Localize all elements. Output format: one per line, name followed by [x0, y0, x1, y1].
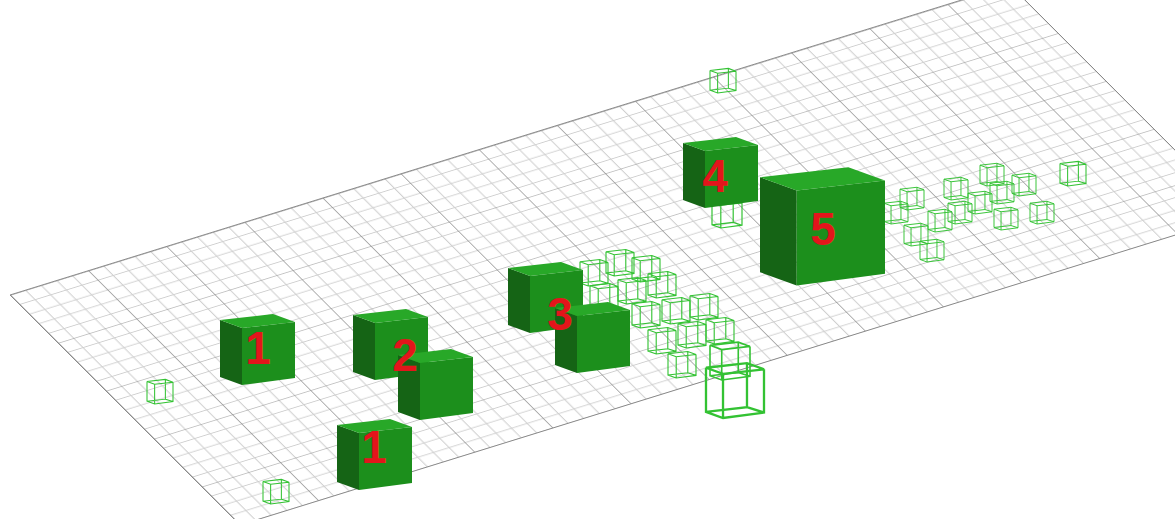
wire-cube [690, 293, 718, 320]
wire-cube [900, 187, 924, 210]
wire-cube [606, 249, 634, 276]
wire-cube [920, 239, 944, 262]
wire-cube [706, 317, 734, 344]
callout-number: 4 [702, 153, 728, 199]
solid-cubes [220, 137, 885, 490]
solid-cube [353, 309, 428, 380]
wire-cube [580, 259, 608, 286]
solid-cube [683, 137, 758, 208]
ground-grid [10, 0, 1175, 519]
callout-number: 5 [810, 206, 836, 252]
callout-number: 1 [245, 325, 271, 371]
wire-cube [678, 321, 706, 348]
wire-cube [944, 177, 968, 200]
wire-cube [710, 342, 750, 380]
wire-cube [648, 327, 676, 354]
wire-cube [1030, 201, 1054, 224]
wire-cube [648, 271, 676, 298]
wire-cube [147, 379, 173, 404]
wire-cube [990, 181, 1014, 204]
wire-cube [994, 207, 1018, 230]
wire-cube [710, 68, 736, 93]
wire-cube [706, 363, 764, 418]
wire-cube [668, 351, 696, 378]
wire-cube [263, 479, 289, 504]
wire-cube [662, 297, 690, 324]
callout-number: 3 [547, 291, 573, 337]
solid-cube [760, 167, 885, 285]
wire-cube [632, 301, 660, 328]
wire-cubes [147, 68, 1086, 504]
wire-cube [968, 191, 992, 214]
wire-cube [1060, 161, 1086, 186]
wire-cube [1012, 173, 1036, 196]
solid-cube [220, 314, 295, 385]
wire-cube [884, 201, 908, 224]
callout-number: 2 [392, 332, 418, 378]
solid-cube [337, 419, 412, 490]
callout-number: 1 [361, 424, 387, 470]
wire-cube [618, 277, 646, 304]
